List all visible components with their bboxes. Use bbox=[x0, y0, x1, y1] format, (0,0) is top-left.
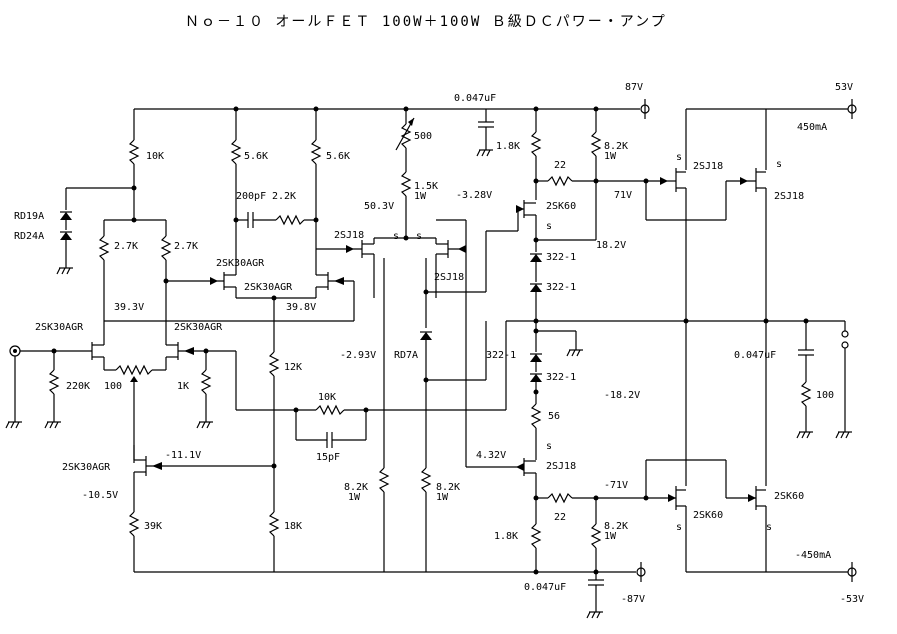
label-s-b: s bbox=[416, 231, 422, 242]
label-r27k-b: 2.7K bbox=[174, 241, 198, 252]
label-q-out-n2: 2SK60 bbox=[774, 491, 804, 502]
label-r500: 500 bbox=[414, 131, 432, 142]
label-s-on1: s bbox=[676, 522, 682, 533]
label-s-drv-n: s bbox=[546, 441, 552, 452]
label-d3: 322-1 bbox=[486, 350, 516, 361]
label-r10k-fb: 10K bbox=[318, 392, 336, 403]
label-q-in-l: 2SK30AGR bbox=[35, 322, 84, 333]
label-vn71: -71V bbox=[604, 480, 628, 491]
label-s-op2: s bbox=[776, 159, 782, 170]
label-r18k-top: 1.8K bbox=[496, 141, 520, 152]
label-r82k-b-w: 1W bbox=[436, 492, 449, 503]
label-q-cs: 2SK30AGR bbox=[62, 462, 111, 473]
rail-n87: -87V bbox=[134, 562, 646, 605]
label-v71: 71V bbox=[614, 190, 632, 201]
label-q-pd2: 2SJ18 bbox=[434, 272, 464, 283]
label-n87: -87V bbox=[621, 594, 645, 605]
predriver-stage: 500 1.5K 1W 50.3V 2SJ18 s s 2SJ18 bbox=[316, 106, 518, 572]
label-v398: 39.8V bbox=[286, 302, 316, 313]
label-i-neg: -450mA bbox=[795, 550, 831, 561]
label-vn111: -11.1V bbox=[165, 450, 201, 461]
label-r56k-b: 5.6K bbox=[326, 151, 350, 162]
label-r15k: 1.5K bbox=[414, 181, 438, 192]
current-source: 2SK30AGR -11.1V -10.5V 39K bbox=[62, 445, 274, 572]
label-r27k-a: 2.7K bbox=[114, 241, 138, 252]
label-v393: 39.3V bbox=[114, 302, 144, 313]
output-stage: s 2SJ18 s 2SJ18 s 2SK60 s 2SK60 bbox=[506, 109, 852, 572]
label-r22-top: 22 bbox=[554, 160, 566, 171]
label-d4: 322-1 bbox=[546, 372, 576, 383]
input-stage: 220K 2SK30AGR 2SK30AGR 100 1K bbox=[5, 320, 296, 463]
label-r82k-a-w: 1W bbox=[348, 492, 361, 503]
rail-n53: -53V -450mA bbox=[686, 550, 864, 605]
label-r22k: 2.2K bbox=[272, 191, 296, 202]
label-v432: 4.32V bbox=[476, 450, 506, 461]
label-q-drv-n: 2SJ18 bbox=[546, 461, 576, 472]
label-r82k-top: 8.2K bbox=[604, 141, 628, 152]
label-r18k-bot: 1.8K bbox=[494, 531, 518, 542]
rail-p87: 87V bbox=[134, 82, 650, 119]
label-n53: -53V bbox=[840, 594, 864, 605]
label-r220k: 220K bbox=[66, 381, 90, 392]
left-bias-string: 10K RD19A RD24A 2.7K 2.7K 39.3V bbox=[14, 109, 198, 320]
label-v182: 18.2V bbox=[596, 240, 626, 251]
label-q-drv-p: 2SK60 bbox=[546, 201, 576, 212]
label-r82k-bot: 8.2K bbox=[604, 521, 628, 532]
label-q-pd: 2SJ18 bbox=[334, 230, 364, 241]
label-q-out-p2: 2SJ18 bbox=[774, 191, 804, 202]
schematic-title: Ｎｏ－１０ オールＦＥＴ 100W＋100W Ｂ級ＤＣパワー・アンプ bbox=[185, 14, 667, 30]
label-r15k-w: 1W bbox=[414, 191, 427, 202]
label-v503: 50.3V bbox=[364, 201, 394, 212]
label-p53: 53V bbox=[835, 82, 853, 93]
label-q-mir1: 2SK30AGR bbox=[216, 258, 265, 269]
label-q-out-n1: 2SK60 bbox=[693, 510, 723, 521]
label-r100-out: 100 bbox=[816, 390, 834, 401]
label-r12k: 12K bbox=[284, 362, 302, 373]
label-s-op1: s bbox=[676, 152, 682, 163]
label-s-a: s bbox=[393, 231, 399, 242]
label-s-on2: s bbox=[766, 522, 772, 533]
label-r39k: 39K bbox=[144, 521, 162, 532]
driver-stage: 1.8K 22 8.2K 1W 71V -3.28V 2SK60 s 18.2V bbox=[456, 106, 666, 619]
label-r56k-a: 5.6K bbox=[244, 151, 268, 162]
label-q-out-p1: 2SJ18 bbox=[693, 161, 723, 172]
label-s-drv-p: s bbox=[546, 221, 552, 232]
label-r82k-a: 8.2K bbox=[344, 482, 368, 493]
label-r22-bot: 22 bbox=[554, 512, 566, 523]
label-c047-out: 0.047uF bbox=[734, 350, 776, 361]
label-r18k: 18K bbox=[284, 521, 302, 532]
second-stage: 5.6K 5.6K 200pF 2.2K 2SK30AGR bbox=[104, 106, 355, 572]
label-p87: 87V bbox=[625, 82, 643, 93]
label-r82k-bot-w: 1W bbox=[604, 531, 617, 542]
label-q-in-r: 2SK30AGR bbox=[174, 322, 223, 333]
label-vn105: -10.5V bbox=[82, 490, 118, 501]
feedback-network: 10K 15pF bbox=[293, 321, 507, 463]
label-q-mir2: 2SK30AGR bbox=[244, 282, 293, 293]
label-v293: -2.93V bbox=[340, 350, 376, 361]
label-r82k-b: 8.2K bbox=[436, 482, 460, 493]
rail-p53: 53V 450mA bbox=[686, 82, 857, 133]
label-vn182: -18.2V bbox=[604, 390, 640, 401]
label-rd19a: RD19A bbox=[14, 211, 44, 222]
label-r10k-top: 10K bbox=[146, 151, 164, 162]
label-i-pos: 450mA bbox=[797, 122, 827, 133]
label-c047-top: 0.047uF bbox=[454, 93, 496, 104]
label-c200p: 200pF bbox=[236, 191, 266, 202]
label-r100-pot: 100 bbox=[104, 381, 122, 392]
label-r82k-top-w: 1W bbox=[604, 151, 617, 162]
label-rd7a: RD7A bbox=[394, 350, 418, 361]
label-rd24a: RD24A bbox=[14, 231, 44, 242]
label-d2: 322-1 bbox=[546, 282, 576, 293]
label-r1k: 1K bbox=[177, 381, 189, 392]
label-v328: -3.28V bbox=[456, 190, 492, 201]
label-d1: 322-1 bbox=[546, 252, 576, 263]
cap-047-top: 0.047uF bbox=[454, 93, 496, 157]
label-c047-bot: 0.047uF bbox=[524, 582, 566, 593]
label-c15p: 15pF bbox=[316, 452, 340, 463]
label-r56: 56 bbox=[548, 411, 560, 422]
